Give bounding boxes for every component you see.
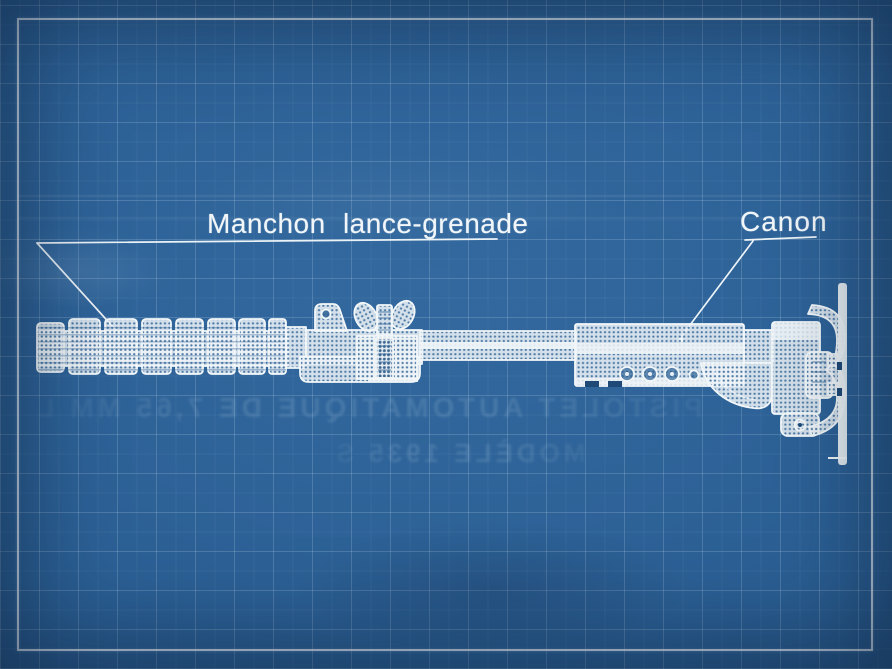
- wing-nut-clamp-drawing: [353, 299, 418, 380]
- blueprint-border-frame: [17, 18, 873, 651]
- canon-underline: [744, 236, 817, 241]
- butt-plate: [838, 283, 847, 465]
- rear-frame-drawing: [700, 283, 847, 465]
- label-manchon-lance-grenade: Manchon lance-grenade: [207, 208, 529, 239]
- label-canon: Canon: [740, 206, 828, 237]
- canon-leader-line: [680, 240, 754, 338]
- sleeve-rib-texture: [38, 322, 286, 372]
- ghost-rule-line: [18, 195, 871, 197]
- grenade-sleeve-drawing: [36, 318, 307, 375]
- manchon-underline: [36, 238, 498, 244]
- barrel-drawing: [419, 330, 577, 361]
- slide-block-drawing: [574, 323, 745, 387]
- front-sight-drawing: [314, 303, 348, 332]
- ghost-rule-line: [18, 217, 871, 219]
